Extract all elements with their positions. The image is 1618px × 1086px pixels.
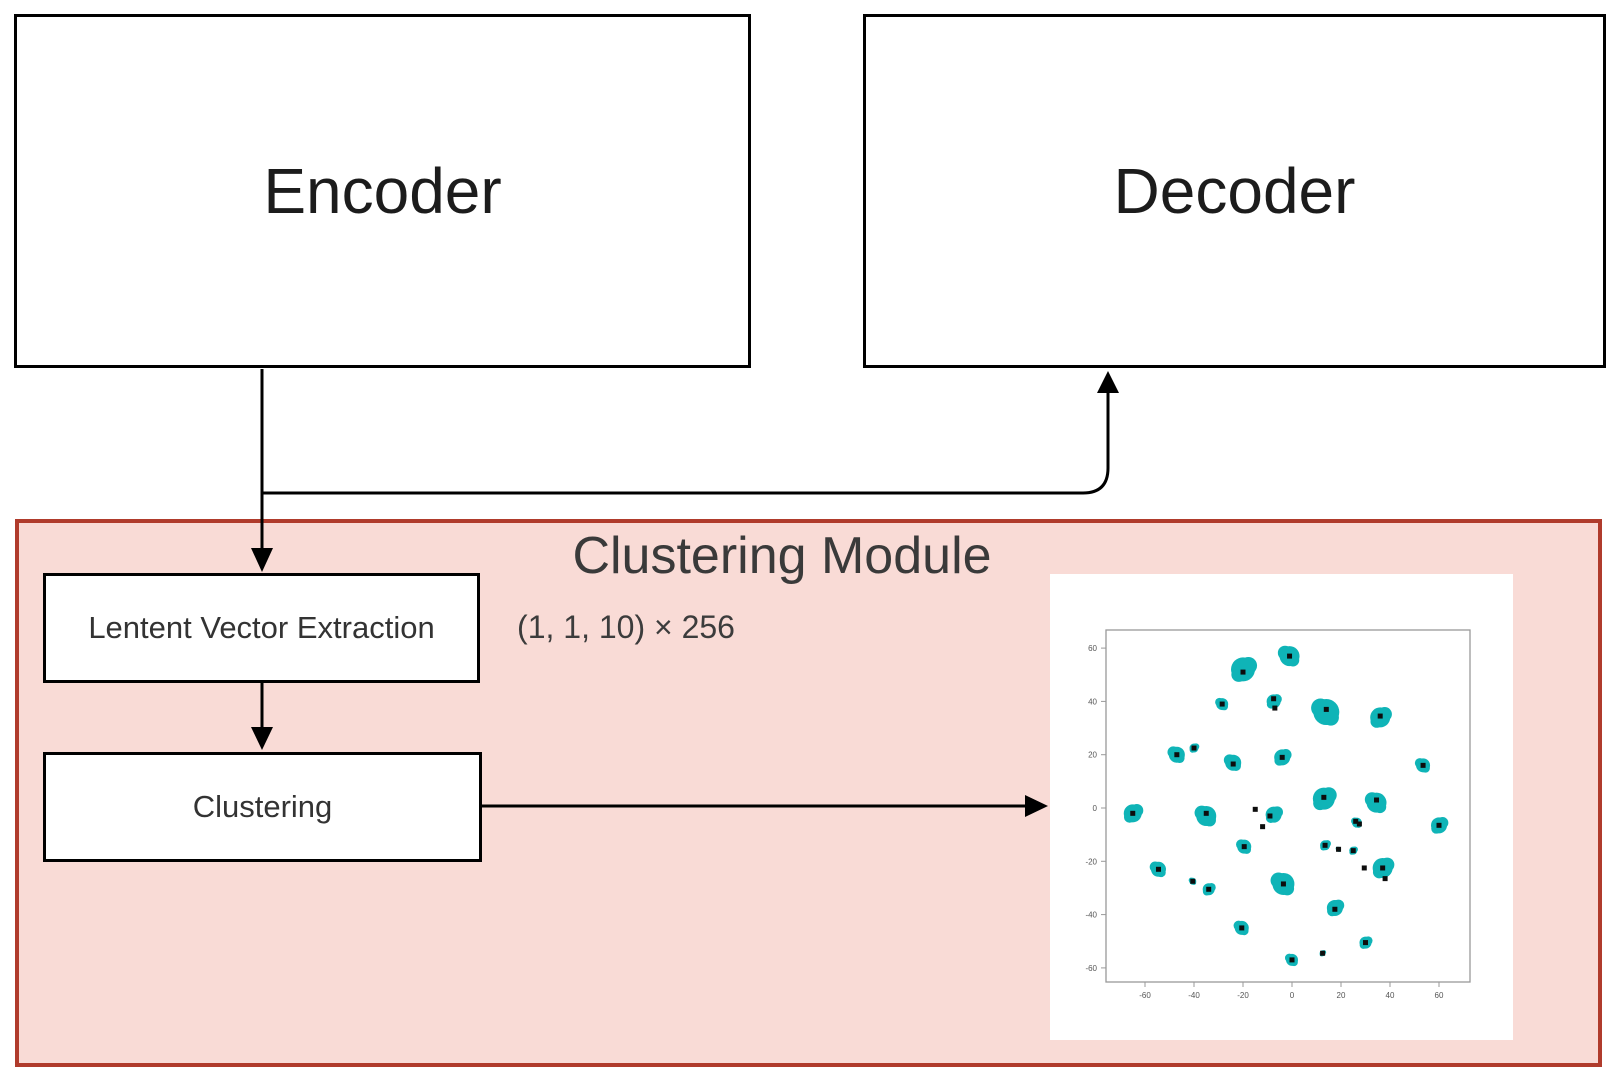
scatter-panel: -60 -40 -20 0 20 40 60 60 40 20 0 -20 -40 -60 [1050,574,1513,1040]
clustering-module-title: Clustering Module [572,527,992,585]
svg-text:-60: -60 [1085,964,1097,973]
svg-text:40: 40 [1386,991,1395,1000]
svg-text:20: 20 [1088,751,1097,760]
svg-text:60: 60 [1088,644,1097,653]
clustering-box: Clustering [43,752,482,862]
encoder-label: Encoder [263,155,502,227]
svg-text:-20: -20 [1085,857,1097,866]
svg-text:40: 40 [1088,697,1097,706]
clustering-label: Clustering [192,789,333,824]
arrowhead-decoder [1097,371,1119,393]
svg-text:-40: -40 [1085,911,1097,920]
decoder-box: Decoder [863,14,1606,368]
scatter-plot: -60 -40 -20 0 20 40 60 60 40 20 0 -20 -40 -60 [1085,629,1471,1000]
svg-text:60: 60 [1435,991,1444,1000]
decoder-label: Decoder [1113,155,1356,227]
svg-text:-60: -60 [1139,991,1151,1000]
encoder-box: Encoder [14,14,751,368]
svg-text:-20: -20 [1237,991,1249,1000]
svg-text:0: 0 [1290,991,1295,1000]
arrow-latent-branch-to-decoder [262,393,1110,495]
latent-vector-extraction-label: Lentent Vector Extraction [88,610,435,645]
svg-text:20: 20 [1337,991,1346,1000]
latent-shape-label: (1, 1, 10) × 256 [517,609,735,645]
svg-text:0: 0 [1093,804,1098,813]
svg-text:-40: -40 [1188,991,1200,1000]
latent-vector-extraction-box: Lentent Vector Extraction [43,573,480,683]
